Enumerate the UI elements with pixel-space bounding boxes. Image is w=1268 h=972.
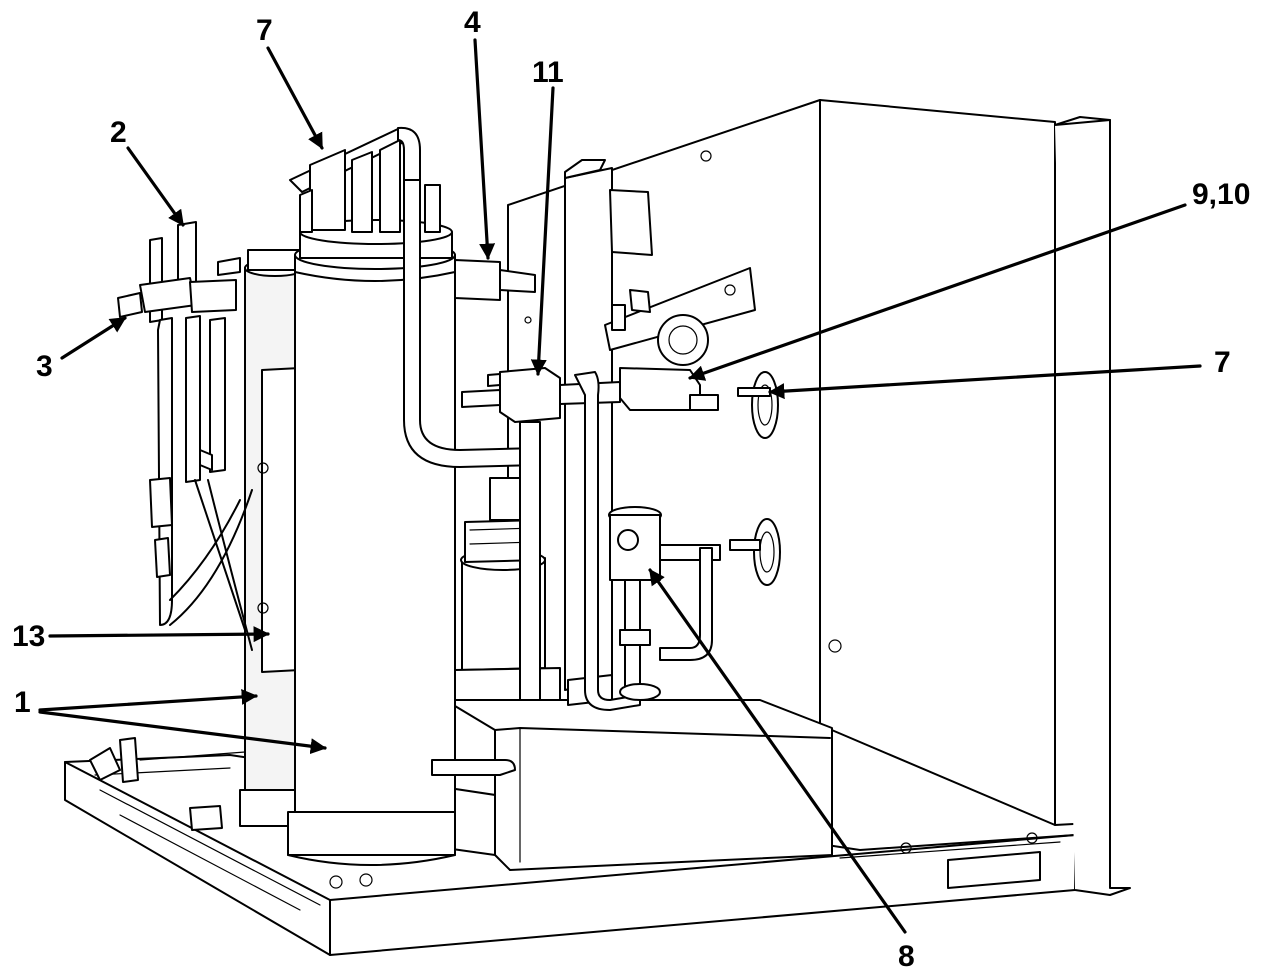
callout-8: 8 <box>898 940 915 972</box>
callout-2: 2 <box>110 116 127 149</box>
callout-9-10: 9,10 <box>1192 178 1250 211</box>
bottom-fittings <box>89 737 516 831</box>
callout-13: 13 <box>12 620 45 653</box>
leader-8 <box>648 568 907 934</box>
callout-11: 11 <box>532 56 564 89</box>
leader-13 <box>48 626 270 643</box>
callout-labels: 2 3 7 4 11 9,10 7 13 1 8 <box>12 6 1250 972</box>
callout-7-top: 7 <box>256 14 273 47</box>
callout-4: 4 <box>464 6 481 39</box>
pressure-control <box>604 267 756 411</box>
left-valve-assembly <box>117 221 253 651</box>
leader-2 <box>126 146 185 227</box>
compressor-rear <box>239 249 306 827</box>
leader-9-10 <box>688 203 1187 381</box>
leader-1a <box>38 688 258 712</box>
sensor-probe <box>737 387 771 397</box>
expansion-valve <box>608 506 761 701</box>
leader-3 <box>60 316 127 360</box>
leader-1b <box>38 710 327 755</box>
leader-7-top <box>266 46 324 150</box>
leader-11 <box>530 86 555 376</box>
solenoid-valve <box>461 367 641 711</box>
callout-7-right: 7 <box>1214 346 1231 379</box>
leader-4 <box>473 38 496 260</box>
callout-3: 3 <box>36 350 53 383</box>
leader-lines <box>38 38 1202 934</box>
top-piping <box>217 126 541 468</box>
drip-tray <box>444 699 833 871</box>
leader-7-right <box>768 364 1202 400</box>
callout-1: 1 <box>14 686 31 719</box>
